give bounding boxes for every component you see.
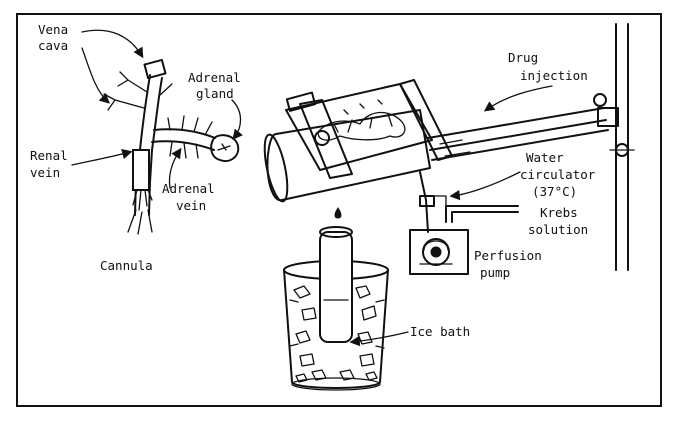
perfusion-pump: [409, 229, 469, 275]
water-circulator-label-line3: (37°C): [532, 184, 577, 199]
perfusion-pump-label-line1: Perfusion: [474, 248, 542, 263]
perfusion-pump-label-line2: pump: [480, 265, 510, 280]
drip-drop: [334, 207, 342, 219]
figure-frame: [16, 13, 662, 407]
ice-bath-label: Ice bath: [410, 324, 470, 339]
adrenal-gland-label-line1: Adrenal: [188, 70, 241, 85]
adrenal-gland-arrow: [231, 99, 243, 141]
krebs-solution-label-line1: Krebs: [540, 205, 578, 220]
vena-cava-arrow-2: [81, 47, 110, 104]
drug-injection-arrow: [483, 85, 553, 112]
adrenal-vein-arrow: [168, 147, 182, 189]
vena-cava-label-line1: Vena: [38, 22, 68, 37]
drug-injection-label-line1: Drug: [508, 50, 538, 65]
water-circulator-label-line2: circulator: [520, 167, 596, 182]
vena-cava-arrow: [81, 29, 144, 59]
water-circulator-tubes: [427, 93, 619, 161]
perfusion-line: [419, 171, 519, 233]
vena-cava-label-line2: cava: [38, 38, 68, 53]
water-jacket-chamber: [263, 79, 453, 203]
cannula-label: Cannula: [100, 258, 153, 273]
adrenal-vein-label-line1: Adrenal: [162, 181, 215, 196]
ice-bath: [283, 226, 389, 391]
adrenal-gland-label-line2: gland: [196, 86, 234, 101]
ice-bath-arrow: [349, 331, 409, 347]
drug-injection-label-line2: injection: [520, 68, 588, 83]
krebs-solution-label-line2: solution: [528, 222, 588, 237]
renal-vein-arrow: [71, 148, 133, 166]
renal-vein-label-line1: Renal: [30, 148, 68, 163]
vena-cava-anatomy: [103, 58, 240, 235]
water-circulator-arrow: [449, 171, 521, 201]
adrenal-vein-label-line2: vein: [176, 198, 206, 213]
renal-vein-label-line2: vein: [30, 165, 60, 180]
support-stand: [609, 23, 635, 271]
water-circulator-label-line1: Water: [526, 150, 564, 165]
